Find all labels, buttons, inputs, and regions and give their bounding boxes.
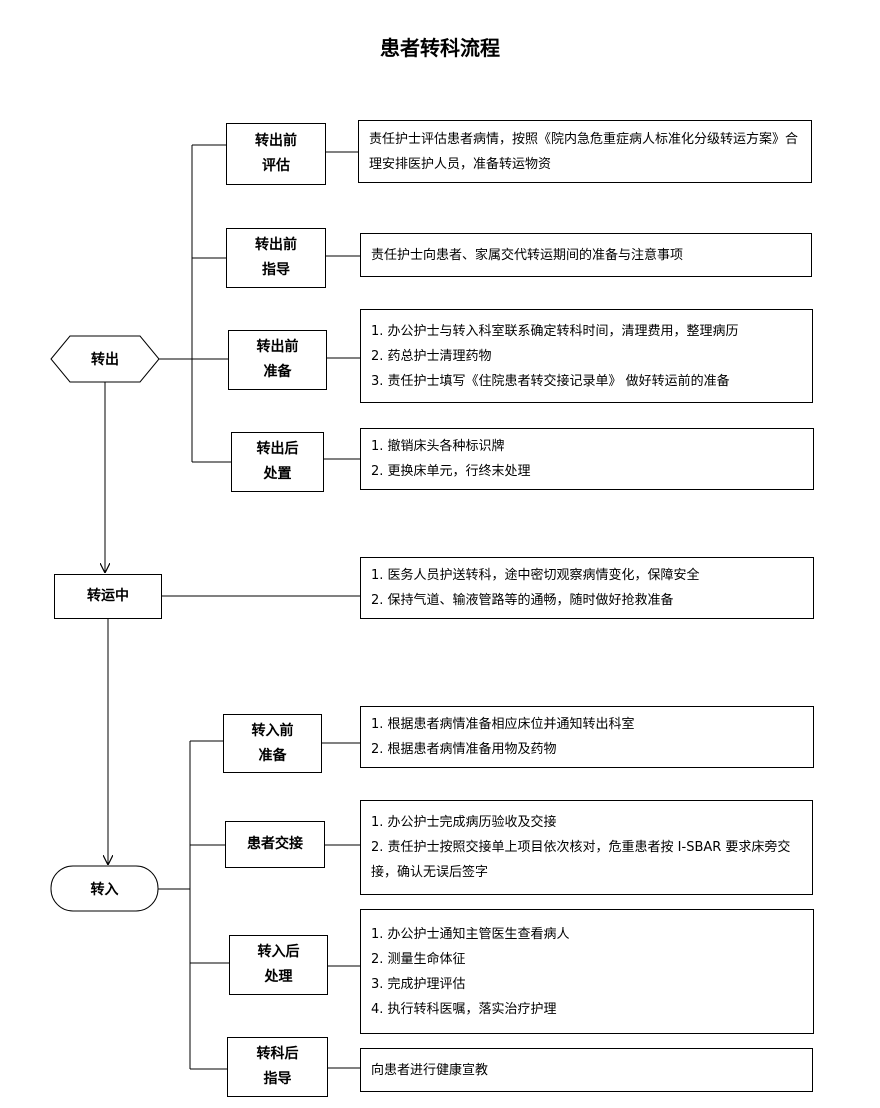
- desc-item: 责任护士评估患者病情，按照《院内急危重症病人标准化分级转运方案》合理安排医护人员…: [369, 131, 799, 172]
- in-stage-processing: 转入后 处理: [229, 935, 328, 995]
- stage-label-line1: 患者交接: [247, 836, 303, 852]
- stage-label-line2: 准备: [263, 364, 292, 380]
- desc-item: 1. 办公护士通知主管医生查看病人: [371, 926, 570, 942]
- out-stage-disposal: 转出后 处置: [231, 432, 324, 492]
- stage-label-line2: 处理: [264, 969, 293, 985]
- desc-item: 4. 执行转科医嘱，落实治疗护理: [371, 1001, 557, 1017]
- page-title: 患者转科流程: [380, 36, 500, 60]
- in-handover-desc: 1. 办公护士完成病历验收及交接 2. 责任护士按照交接单上项目依次核对，危重患…: [360, 800, 813, 895]
- desc-item: 2. 药总护士清理药物: [371, 348, 492, 364]
- stage-label-line2: 指导: [263, 1071, 292, 1087]
- stage-label-line2: 评估: [262, 158, 290, 174]
- transit-node-label: 转运中: [87, 588, 129, 604]
- transit-desc: 1. 医务人员护送转科，途中密切观察病情变化，保障安全 2. 保持气道、输液管路…: [360, 557, 814, 619]
- desc-item: 1. 根据患者病情准备相应床位并通知转出科室: [371, 717, 635, 732]
- stage-label-line1: 转出前: [255, 237, 297, 253]
- stage-label-line1: 转入后: [257, 944, 300, 960]
- stage-label-line1: 转出前: [256, 339, 299, 355]
- stage-label-line1: 转出前: [255, 133, 297, 149]
- desc-item: 1. 医务人员护送转科，途中密切观察病情变化，保障安全: [371, 568, 700, 583]
- in-preparation-desc: 1. 根据患者病情准备相应床位并通知转出科室 2. 根据患者病情准备用物及药物: [360, 706, 814, 768]
- desc-item: 向患者进行健康宣教: [371, 1062, 489, 1078]
- desc-item: 1. 撤销床头各种标识牌: [371, 439, 505, 454]
- out-stage-preparation: 转出前 准备: [228, 330, 327, 390]
- in-node: 转入: [90, 881, 119, 898]
- desc-item: 3. 责任护士填写《住院患者转交接记录单》 做好转运前的准备: [371, 373, 730, 389]
- out-assessment-desc: 责任护士评估患者病情，按照《院内急危重症病人标准化分级转运方案》合理安排医护人员…: [358, 120, 812, 183]
- out-stage-guidance: 转出前 指导: [226, 228, 326, 288]
- stage-label-line2: 准备: [258, 747, 287, 764]
- stage-label-line1: 转入前: [251, 722, 294, 739]
- desc-item: 2. 根据患者病情准备用物及药物: [371, 742, 557, 757]
- desc-item: 1. 办公护士与转入科室联系确定转科时间，清理费用，整理病历: [371, 323, 739, 339]
- stage-label-line1: 转科后: [256, 1046, 299, 1062]
- desc-item: 3. 完成护理评估: [371, 976, 466, 992]
- desc-item: 责任护士向患者、家属交代转运期间的准备与注意事项: [371, 247, 684, 263]
- stage-label-line2: 指导: [262, 262, 290, 278]
- out-guidance-desc: 责任护士向患者、家属交代转运期间的准备与注意事项: [360, 233, 812, 277]
- out-preparation-desc: 1. 办公护士与转入科室联系确定转科时间，清理费用，整理病历 2. 药总护士清理…: [360, 309, 813, 403]
- in-processing-desc: 1. 办公护士通知主管医生查看病人 2. 测量生命体征 3. 完成护理评估 4.…: [360, 909, 814, 1034]
- desc-item: 1. 办公护士完成病历验收及交接: [371, 815, 557, 830]
- in-stage-handover: 患者交接: [225, 821, 325, 868]
- out-node: 转出: [91, 352, 119, 368]
- desc-item: 2. 更换床单元，行终末处理: [371, 464, 531, 479]
- desc-item: 2. 测量生命体征: [371, 951, 466, 967]
- stage-label-line2: 处置: [263, 466, 292, 482]
- stage-label-line1: 转出后: [256, 441, 299, 457]
- in-stage-guidance: 转科后 指导: [227, 1037, 328, 1097]
- out-stage-assessment: 转出前 评估: [226, 123, 326, 185]
- in-guidance-desc: 向患者进行健康宣教: [360, 1048, 813, 1092]
- out-disposal-desc: 1. 撤销床头各种标识牌 2. 更换床单元，行终末处理: [360, 428, 814, 490]
- desc-item: 2. 保持气道、输液管路等的通畅，随时做好抢救准备: [371, 593, 674, 608]
- desc-item: 2. 责任护士按照交接单上项目依次核对，危重患者按 I-SBAR 要求床旁交接，…: [371, 840, 791, 880]
- in-stage-preparation: 转入前 准备: [223, 714, 322, 773]
- transit-node: 转运中: [54, 574, 162, 619]
